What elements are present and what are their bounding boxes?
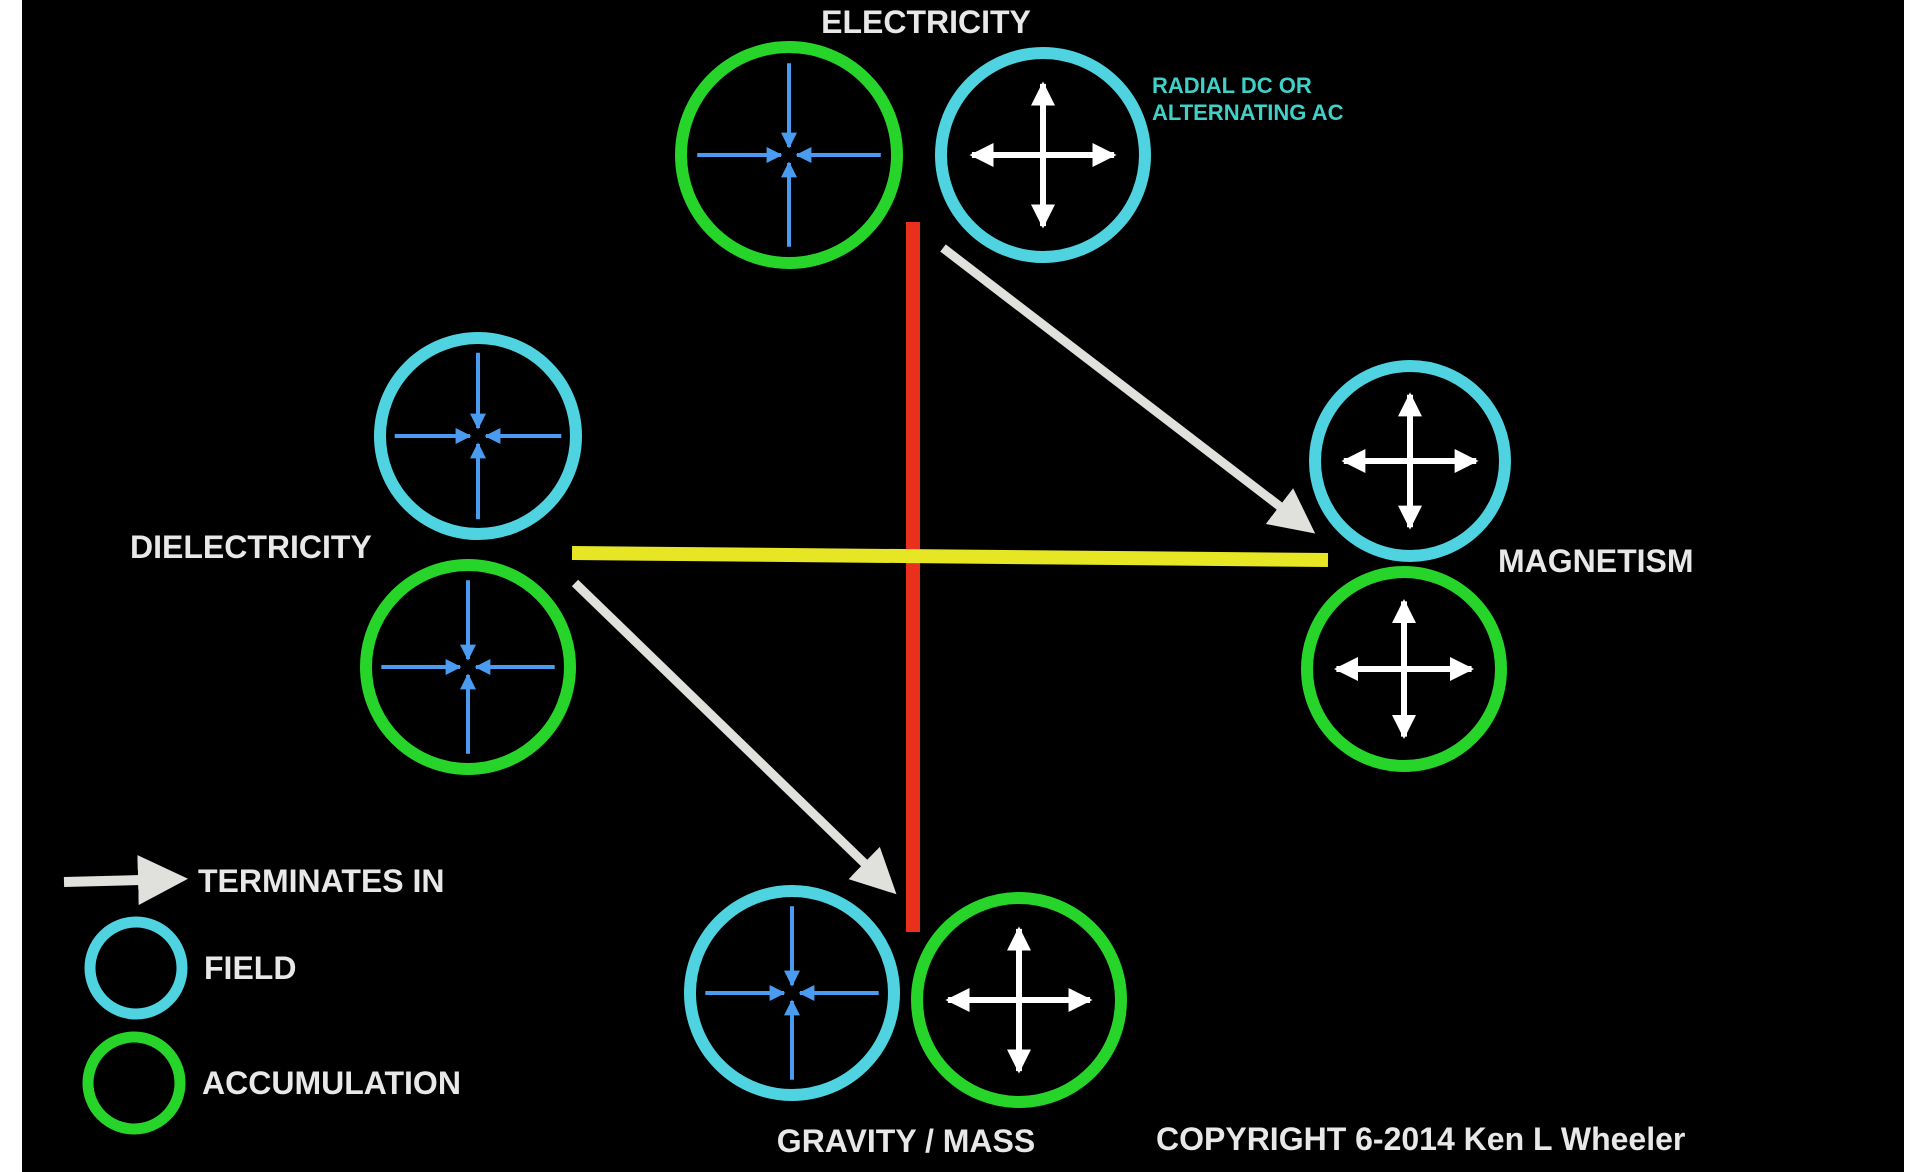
rings-layer xyxy=(360,41,1511,1108)
magnetism-accumulation-ring xyxy=(1301,566,1507,772)
magnetism-label: MAGNETISM xyxy=(1498,543,1694,579)
electricity-note-line2: ALTERNATING AC xyxy=(1152,100,1344,125)
legend-terminates-label: TERMINATES IN xyxy=(198,863,445,899)
magnetism-field-ring-group xyxy=(1309,360,1511,562)
yellow-horizontal-axis xyxy=(571,546,1329,567)
gravity-accumulation-ring-group xyxy=(911,892,1127,1108)
inward-arrows-icon xyxy=(381,580,555,754)
magnetism-field-ring xyxy=(1309,360,1511,562)
outward-arrows-icon xyxy=(969,81,1117,229)
gravity-accumulation-ring xyxy=(911,892,1127,1108)
dielectricity-field-ring-group xyxy=(374,332,582,540)
inward-arrows-icon xyxy=(705,906,879,1080)
legend-terminates-arrow-icon xyxy=(63,855,188,906)
gravity-label: GRAVITY / MASS xyxy=(777,1123,1035,1159)
electricity-field-ring-group xyxy=(935,47,1151,263)
copyright-label: COPYRIGHT 6-2014 Ken L Wheeler xyxy=(1156,1121,1685,1157)
legend-field-ring-icon xyxy=(84,916,188,1020)
inward-arrows-icon xyxy=(697,63,881,247)
dielectricity-field-ring xyxy=(374,332,582,540)
electricity-field-ring xyxy=(935,47,1151,263)
electricity-accumulation-ring xyxy=(675,41,903,269)
electricity-note-line1: RADIAL DC OR xyxy=(1152,73,1312,98)
magnetism-accumulation-ring-group xyxy=(1301,566,1507,772)
dielectricity-accumulation-ring xyxy=(360,559,576,775)
legend-field-label: FIELD xyxy=(204,950,296,986)
gravity-field-ring xyxy=(684,885,900,1101)
inward-arrows-icon xyxy=(394,352,562,520)
electricity-label: ELECTRICITY xyxy=(821,4,1031,40)
arrow-electricity-to-magnetism xyxy=(940,244,1316,534)
outward-arrows-icon xyxy=(1333,598,1475,740)
legend-accumulation-ring-icon xyxy=(82,1031,186,1135)
gravity-field-ring-group xyxy=(684,885,900,1101)
outward-arrows-icon xyxy=(945,926,1093,1074)
outward-arrows-icon xyxy=(1341,392,1479,530)
legend: TERMINATES IN FIELD ACCUMULATION xyxy=(63,855,461,1135)
dielectricity-label: DIELECTRICITY xyxy=(130,529,372,565)
legend-accumulation-label: ACCUMULATION xyxy=(202,1065,461,1101)
diagram-background xyxy=(22,0,1904,1172)
electricity-accumulation-ring-group xyxy=(675,41,903,269)
dielectricity-accumulation-ring-group xyxy=(360,559,576,775)
arrow-dielectricity-to-gravity xyxy=(571,579,897,895)
